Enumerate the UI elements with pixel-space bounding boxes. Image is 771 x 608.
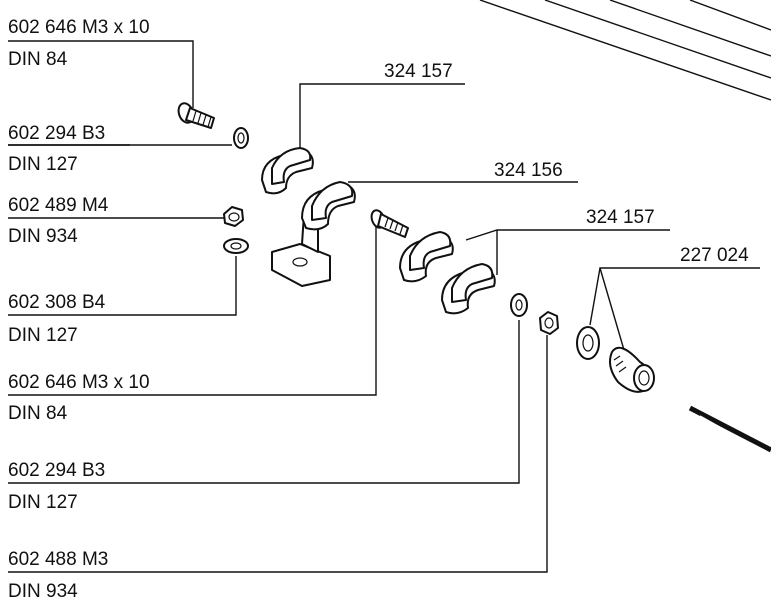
screw-m3-middle <box>370 209 409 238</box>
label-norm-1: DIN 84 <box>8 49 68 70</box>
label-norm-2: DIN 127 <box>8 154 78 175</box>
label-norm-6: DIN 127 <box>8 492 78 513</box>
end-cap-227024 <box>576 326 655 393</box>
label-part-6: 602 294 B3 <box>8 460 105 481</box>
label-324157-a: 324 157 <box>384 61 453 82</box>
clamp-324157-right-b <box>441 263 496 315</box>
label-part-5: 602 646 M3 x 10 <box>8 372 150 393</box>
label-227024: 227 024 <box>680 245 749 266</box>
label-part-3: 602 489 M4 <box>8 195 109 216</box>
label-324157-b: 324 157 <box>586 207 655 228</box>
clamp-324156-bracket <box>271 181 356 287</box>
rail-lines <box>479 0 771 101</box>
leader-lines <box>8 40 760 573</box>
label-324156: 324 156 <box>494 160 563 181</box>
label-part-2: 602 294 B3 <box>8 123 105 144</box>
label-norm-7: DIN 934 <box>8 581 78 602</box>
label-part-4: 602 308 B4 <box>8 292 106 313</box>
cable <box>688 405 771 457</box>
left-labels: 602 646 M3 x 10 DIN 84 602 294 B3 DIN 12… <box>8 17 150 602</box>
label-norm-4: DIN 127 <box>8 325 78 346</box>
label-part-7: 602 488 M3 <box>8 549 108 570</box>
screw-m3-top <box>177 102 215 129</box>
washer-b3-lower <box>510 293 528 317</box>
washer-b3-top <box>233 127 249 149</box>
label-part-1: 602 646 M3 x 10 <box>8 17 150 38</box>
top-labels: 324 157 324 156 324 157 227 024 <box>384 61 749 266</box>
label-norm-5: DIN 84 <box>8 403 68 424</box>
washer-b4 <box>223 238 249 254</box>
nut-m3 <box>539 311 559 335</box>
clamp-324157-right-a <box>399 231 454 283</box>
clamp-324157-left <box>261 147 314 195</box>
label-norm-3: DIN 934 <box>8 226 78 247</box>
nut-m4 <box>223 206 244 227</box>
